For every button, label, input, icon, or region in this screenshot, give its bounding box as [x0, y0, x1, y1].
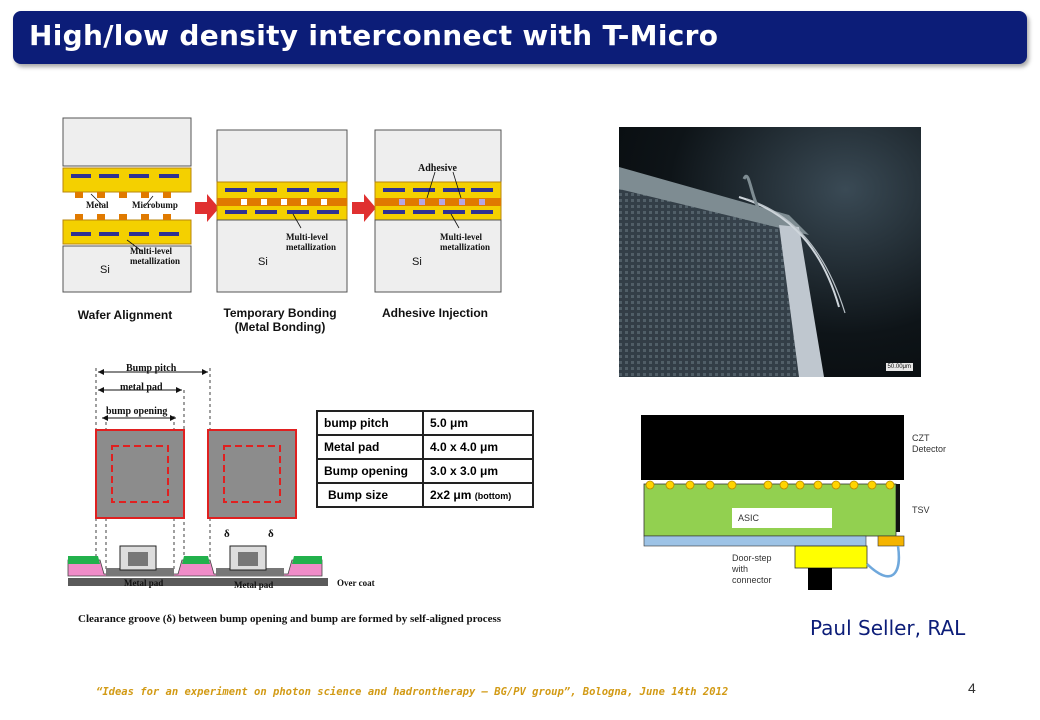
si-label-1: Si	[100, 264, 110, 276]
clearance-caption: Clearance groove (δ) between bump openin…	[78, 613, 502, 625]
temporary-bonding-panel	[216, 129, 348, 293]
multilevel-label-2: Multi-level metallization	[286, 232, 336, 252]
caption-temporary-bonding: Temporary Bonding (Metal Bonding)	[223, 306, 337, 334]
metal-pad-label-1: Metal pad	[124, 578, 164, 588]
table-row: bump pitch 5.0 μm	[316, 410, 534, 436]
si-label-2: Si	[258, 256, 268, 268]
czt-detector-label: CZT Detector	[912, 433, 947, 454]
spec-name: Metal pad	[316, 434, 424, 460]
metal-label: Metal	[86, 200, 109, 210]
door-step-label: Door-step with connector	[732, 553, 772, 585]
delta-label-1: δ	[224, 528, 230, 540]
author-credit: Paul Seller, RAL	[810, 616, 966, 640]
bump-opening-label: bump opening	[106, 406, 168, 417]
adhesive-label: Adhesive	[418, 163, 457, 174]
spec-name: bump pitch	[316, 410, 424, 436]
detector-stack-diagram	[641, 415, 905, 590]
microbump-label: Microbump	[132, 200, 178, 210]
wafer-alignment-panel	[62, 117, 192, 293]
adhesive-injection-panel	[374, 129, 502, 293]
over-coat-label: Over coat	[337, 578, 375, 588]
bump-pitch-label: Bump pitch	[126, 363, 177, 374]
scale-bar: 50.00μm	[885, 363, 913, 371]
spec-value: 3.0 x 3.0 μm	[422, 458, 534, 484]
delta-label-2: δ	[268, 528, 274, 540]
spec-name: Bump opening	[316, 458, 424, 484]
page-number: 4	[968, 680, 976, 696]
detector-photo: 50.00μm	[619, 127, 921, 377]
footer-text: “Ideas for an experiment on photon scien…	[96, 686, 729, 698]
detector-photo-svg	[619, 167, 846, 377]
spec-value: 2x2 μm (bottom)	[422, 482, 534, 508]
spec-value: 4.0 x 4.0 μm	[422, 434, 534, 460]
table-row: Metal pad 4.0 x 4.0 μm	[316, 434, 534, 460]
table-row: Bump size 2x2 μm (bottom)	[316, 482, 534, 508]
caption-wafer-alignment: Wafer Alignment	[77, 308, 173, 322]
bump-geometry-diagram	[67, 368, 328, 586]
multilevel-label-1: Multi-level metallization	[130, 246, 180, 266]
spec-table: bump pitch 5.0 μm Metal pad 4.0 x 4.0 μm…	[316, 410, 534, 508]
spec-value: 5.0 μm	[422, 410, 534, 436]
table-row: Bump opening 3.0 x 3.0 μm	[316, 458, 534, 484]
si-label-3: Si	[412, 256, 422, 268]
slide-title: High/low density interconnect with T-Mic…	[29, 19, 719, 52]
spec-name: Bump size	[316, 482, 424, 508]
title-bar: High/low density interconnect with T-Mic…	[13, 11, 1027, 64]
multilevel-label-3: Multi-level metallization	[440, 232, 490, 252]
caption-adhesive-injection: Adhesive Injection	[381, 306, 489, 320]
bonding-process-diagram	[62, 117, 502, 293]
metal-pad-dim-label: metal pad	[120, 382, 163, 393]
asic-label: ASIC	[738, 513, 760, 523]
tsv-label: TSV	[912, 505, 930, 515]
metal-pad-label-2: Metal pad	[234, 580, 274, 590]
